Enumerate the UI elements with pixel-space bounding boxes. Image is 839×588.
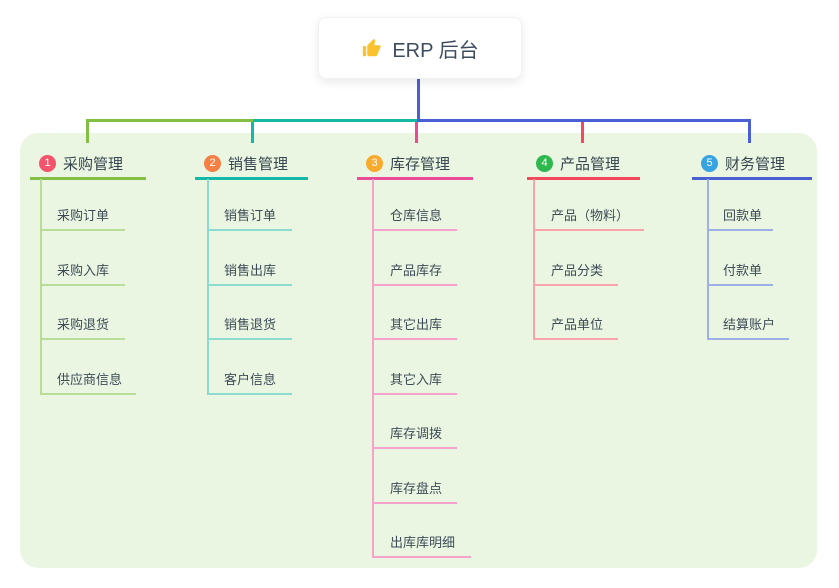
child-label: 销售出库: [224, 263, 277, 278]
child-label: 仓库信息: [390, 208, 443, 223]
branch-node-purchase[interactable]: 1 采购管理: [30, 149, 146, 180]
branch-label: 销售管理: [228, 155, 289, 173]
child-label: 采购退货: [57, 317, 110, 332]
child-node-purchase-inbound[interactable]: 采购入库: [40, 260, 125, 286]
branch-node-inventory[interactable]: 3 库存管理: [357, 149, 473, 180]
thumbs-up-icon: [361, 37, 383, 59]
connector-drop-branch3: [415, 122, 418, 143]
branch1-child-line: [40, 179, 42, 395]
root-node-label: ERP 后台: [392, 39, 479, 62]
badge-4-icon: 4: [536, 154, 553, 172]
connector-drop-branch5: [748, 119, 751, 143]
child-label: 产品（物料）: [551, 208, 630, 223]
child-node-other-outbound[interactable]: 其它出库: [372, 314, 457, 340]
child-label: 产品单位: [551, 317, 604, 332]
child-node-product-material[interactable]: 产品（物料）: [533, 205, 644, 231]
badge-3-icon: 3: [366, 154, 383, 172]
child-label: 销售退货: [224, 317, 277, 332]
connector-bus-branch2: [253, 119, 417, 122]
child-node-stock-count[interactable]: 库存盘点: [372, 478, 457, 504]
child-label: 结算账户: [723, 317, 776, 332]
child-node-payment-slip[interactable]: 付款单: [707, 260, 773, 286]
child-node-product-unit[interactable]: 产品单位: [533, 314, 618, 340]
child-node-purchase-order[interactable]: 采购订单: [40, 205, 125, 231]
child-label: 产品库存: [390, 263, 443, 278]
child-node-sales-order[interactable]: 销售订单: [207, 205, 292, 231]
child-label: 库存调拨: [390, 426, 443, 441]
child-node-receipt-slip[interactable]: 回款单: [707, 205, 773, 231]
child-label: 销售订单: [224, 208, 277, 223]
connector-drop-branch4: [581, 122, 584, 143]
child-node-supplier-info[interactable]: 供应商信息: [40, 369, 136, 395]
branches-background-panel: [20, 133, 817, 568]
child-node-warehouse-info[interactable]: 仓库信息: [372, 205, 457, 231]
child-node-other-inbound[interactable]: 其它入库: [372, 369, 457, 395]
connector-root-vertical: [417, 78, 420, 122]
child-label: 回款单: [723, 208, 763, 223]
child-label: 出库库明细: [390, 535, 456, 550]
child-label: 付款单: [723, 263, 763, 278]
badge-5-icon: 5: [701, 154, 718, 172]
child-label: 客户信息: [224, 372, 277, 387]
child-node-outbound-detail[interactable]: 出库库明细: [372, 532, 471, 558]
child-label: 采购订单: [57, 208, 110, 223]
branch-label: 产品管理: [560, 155, 621, 173]
child-label: 采购入库: [57, 263, 110, 278]
child-label: 库存盘点: [390, 481, 443, 496]
branch3-child-line: [372, 179, 374, 558]
child-node-product-stock[interactable]: 产品库存: [372, 260, 457, 286]
root-node-erp[interactable]: ERP 后台: [318, 17, 522, 79]
child-node-purchase-return[interactable]: 采购退货: [40, 314, 125, 340]
child-node-product-category[interactable]: 产品分类: [533, 260, 618, 286]
branch-node-product[interactable]: 4 产品管理: [527, 149, 640, 180]
child-node-sales-return[interactable]: 销售退货: [207, 314, 292, 340]
branch5-child-line: [707, 179, 709, 340]
connector-bus-branch1: [86, 119, 253, 122]
branch-node-sales[interactable]: 2 销售管理: [195, 149, 308, 180]
connector-drop-branch2: [251, 122, 254, 143]
branch-label: 采购管理: [63, 155, 124, 173]
child-node-stock-transfer[interactable]: 库存调拨: [372, 423, 457, 449]
connector-bus-branch5: [417, 119, 751, 122]
child-node-sales-outbound[interactable]: 销售出库: [207, 260, 292, 286]
child-label: 其它入库: [390, 372, 443, 387]
branch2-child-line: [207, 179, 209, 395]
badge-1-icon: 1: [39, 154, 56, 172]
branch-label: 库存管理: [390, 155, 451, 173]
child-label: 供应商信息: [57, 372, 123, 387]
child-node-customer-info[interactable]: 客户信息: [207, 369, 292, 395]
branch-label: 财务管理: [725, 155, 786, 173]
branch4-child-line: [533, 179, 535, 340]
child-label: 产品分类: [551, 263, 604, 278]
child-label: 其它出库: [390, 317, 443, 332]
child-node-settlement-account[interactable]: 结算账户: [707, 314, 789, 340]
connector-drop-branch1: [86, 119, 89, 143]
branch-node-finance[interactable]: 5 财务管理: [692, 149, 812, 180]
badge-2-icon: 2: [204, 154, 221, 172]
